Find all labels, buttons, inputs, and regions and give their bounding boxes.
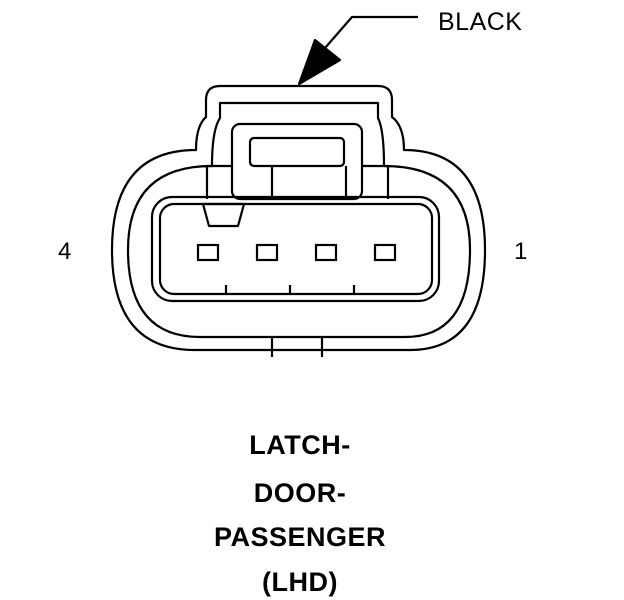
connector-title-line-4: (LHD) xyxy=(262,567,338,597)
terminal-face-outer xyxy=(150,195,441,303)
pin-cavity-4 xyxy=(196,243,220,262)
pin-cavity-3 xyxy=(255,243,279,262)
latch-frame xyxy=(230,122,364,201)
latch-tab xyxy=(248,136,346,168)
pin-number-right: 1 xyxy=(514,238,528,265)
connector-housing-outer xyxy=(110,84,487,352)
polarization-key xyxy=(201,202,246,228)
wire-color-label: BLACK xyxy=(438,8,523,36)
callout-arrowhead xyxy=(297,38,342,86)
terminal-face-inner xyxy=(158,202,434,296)
pin-number-left: 4 xyxy=(58,238,72,265)
connector-title-line-2: DOOR- xyxy=(253,478,347,508)
pin-cavity-2 xyxy=(314,243,338,262)
connector-housing-inner xyxy=(126,101,472,339)
connector-title-line-3: PASSENGER xyxy=(213,522,387,552)
connector-title-line-1: LATCH- xyxy=(249,430,351,460)
callout-leader-line xyxy=(324,15,418,49)
pin-cavity-1 xyxy=(373,243,397,262)
